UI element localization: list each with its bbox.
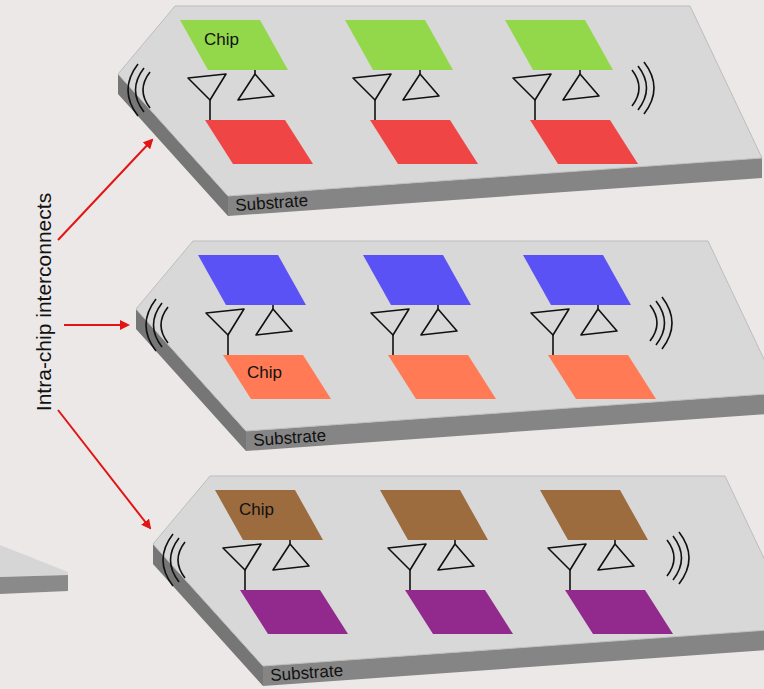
chip [523,255,631,305]
chip: Chip [215,490,323,540]
substrate: Substrate Chip [18,235,764,455]
substrate: Substrate Chip [35,470,764,689]
substrate-shape [18,235,764,455]
chip-label: Chip [247,363,282,382]
radio-waves [146,297,672,351]
chip [548,355,656,399]
chip [388,355,496,399]
chip [198,255,306,305]
substrate-label: Substrate [235,192,309,215]
antenna [223,540,634,590]
radio-waves [163,532,689,586]
chip: Chip [223,355,331,399]
chip [540,490,648,540]
chip [505,20,613,70]
antenna [206,305,617,355]
chip [205,120,313,164]
substrate-shape [0,0,764,220]
substrate-slab [118,6,762,216]
substrate-shape [35,470,764,689]
substrate-slab [136,241,764,451]
chip: Chip [180,20,288,70]
pointer-arrows [58,140,152,528]
chip [565,590,673,634]
substrate-label: Substrate [270,662,344,685]
chip-label: Chip [239,500,274,519]
chip [405,590,513,634]
substrate-label: Substrate [253,427,327,450]
antenna [188,70,599,120]
substrate-slab [153,476,764,686]
radio-waves [128,62,654,116]
chip [345,20,453,70]
chip-label: Chip [204,30,239,49]
chip [530,120,638,164]
side-label: Intra-chip interconnects [32,193,56,411]
chip [240,590,348,634]
chip [363,255,471,305]
chip [370,120,478,164]
partial-substrate [0,545,68,594]
chip [380,490,488,540]
substrate: Substrate Chip [0,0,764,220]
